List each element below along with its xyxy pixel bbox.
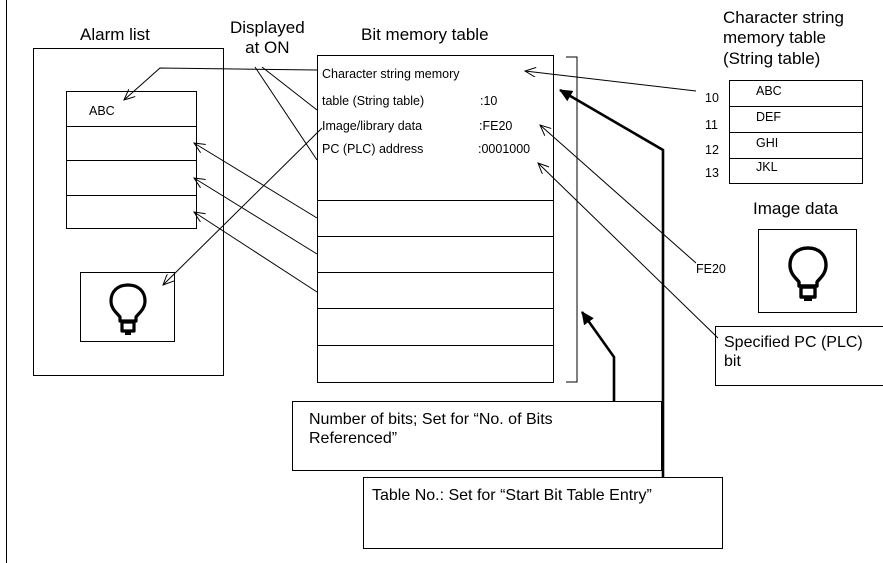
bracket: [566, 56, 578, 383]
bit-memory-table-title: Bit memory table: [361, 25, 489, 44]
fe20-label: FE20: [696, 262, 726, 276]
bit-memory-row-4-value: :0001000: [478, 142, 531, 156]
bit-memory-row-3-value: :FE20: [479, 119, 513, 133]
arrow-string-to-bitmem: [525, 71, 697, 92]
displayed-line-a: [254, 66, 318, 161]
string-table-index: 11: [705, 118, 718, 132]
displayed-line2: at ON: [245, 37, 290, 57]
specified-bit-text: Specified PC (PLC) bit: [724, 334, 863, 371]
image-data-title: Image data: [753, 199, 839, 218]
bit-memory-divider: [317, 200, 554, 201]
arrow-to-alarm-row-3: [194, 178, 318, 255]
diagram-frame: [6, 0, 881, 563]
bit-memory-row-2-value: :10: [480, 94, 498, 108]
lightbulb-icon: [109, 283, 147, 335]
specified-bit-callout: Specified PC (PLC) bit: [715, 326, 883, 386]
table-no-text: Table No.: Set for “Start Bit Table Entr…: [372, 487, 652, 504]
alarm-row-divider: [66, 126, 197, 127]
string-table-index: 13: [705, 166, 719, 180]
bit-memory-row-2-label: table (String table): [322, 94, 425, 108]
string-table-value: JKL: [756, 160, 778, 174]
displayed-line1: Displayed: [230, 18, 305, 37]
arrow-fe20: [540, 125, 697, 264]
lightbulb-icon: [788, 246, 828, 301]
string-table-value: ABC: [756, 84, 782, 98]
displayed-at-on-label: Displayed at ON: [230, 18, 305, 57]
string-table-divider: [729, 106, 863, 107]
bit-memory-table: [317, 55, 554, 383]
image-data-box: [758, 229, 857, 313]
string-table-title-line2: memory table: [723, 28, 826, 48]
num-bits-text: Number of bits; Set for “No. of Bits Ref…: [309, 411, 553, 448]
arrow-plc-bit: [538, 163, 719, 339]
string-table-title: Character string memory table (String ta…: [723, 8, 844, 69]
alarm-list-title: Alarm list: [80, 25, 150, 44]
string-table-value: DEF: [756, 110, 781, 124]
string-table-divider: [729, 132, 863, 133]
string-table-index: 10: [705, 91, 719, 105]
bit-memory-row-3-label: Image/library data: [322, 119, 423, 133]
arrow-to-alarm-image: [163, 127, 323, 285]
string-table-divider: [729, 158, 863, 159]
string-table-title-line1: Character string: [723, 8, 844, 27]
string-table-title-line3: (String table): [723, 48, 821, 68]
table-no-callout: Table No.: Set for “Start Bit Table Entr…: [363, 477, 723, 549]
alarm-image-box: [80, 272, 175, 342]
string-table-value: GHI: [756, 136, 779, 150]
bit-memory-row-4-label: PC (PLC) address: [322, 142, 424, 156]
bit-memory-divider: [317, 272, 554, 273]
num-bits-callout: Number of bits; Set for “No. of Bits Ref…: [292, 401, 662, 471]
displayed-line-b: [261, 66, 318, 111]
arrow-num-bits: [580, 311, 616, 401]
alarm-row-divider: [66, 160, 197, 161]
bit-memory-divider: [317, 345, 554, 346]
bit-memory-divider: [317, 308, 554, 309]
string-table-index: 12: [705, 143, 719, 157]
arrow-to-alarm-row-2: [194, 143, 318, 219]
bit-memory-row-1: Character string memory: [322, 67, 460, 81]
arrow-table-no: [559, 88, 665, 477]
alarm-entry-abc: ABC: [89, 104, 115, 118]
arrow-to-abc: [124, 67, 318, 100]
alarm-row-divider: [66, 195, 197, 196]
bit-memory-divider: [317, 236, 554, 237]
arrow-to-alarm-row-4: [194, 212, 318, 293]
